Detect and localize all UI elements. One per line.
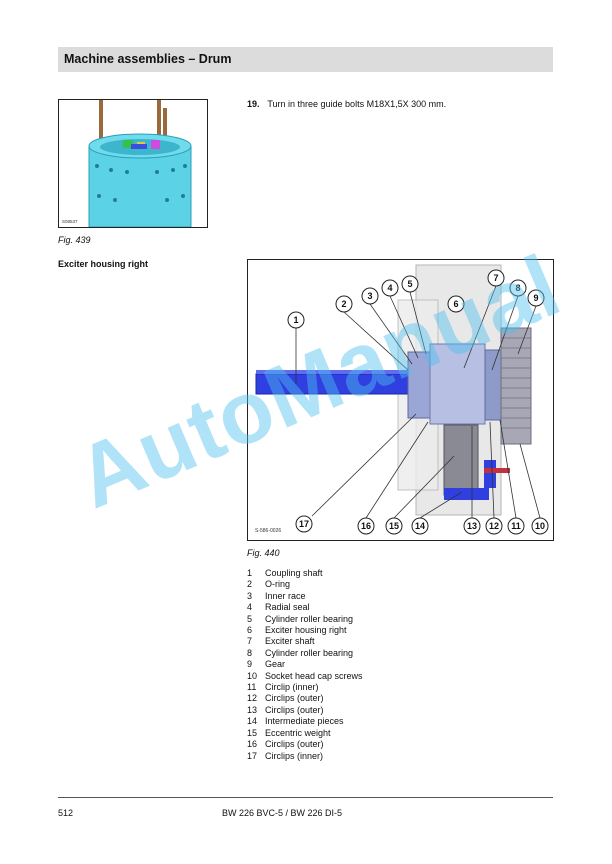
- figure-439-id: S08537: [62, 219, 78, 224]
- callout-label-10: 10: [535, 521, 545, 531]
- section-header-bar: Machine assemblies – Drum: [58, 47, 553, 72]
- callout-label-9: 9: [533, 293, 538, 303]
- instruction-step: 19. Turn in three guide bolts M18X1,5X 3…: [247, 99, 446, 109]
- callout-15: [385, 517, 403, 535]
- callout-label-17: 17: [299, 519, 309, 529]
- callout-17: [295, 515, 313, 533]
- step-number: 19.: [247, 99, 260, 109]
- figure-439-image: S08537: [58, 99, 208, 228]
- callout-label-5: 5: [407, 279, 412, 289]
- callout-label-14: 14: [415, 521, 425, 531]
- callout-12: [485, 517, 503, 535]
- figure-439-caption: Fig. 439: [58, 235, 91, 245]
- callout-16: [357, 517, 375, 535]
- callout-13: [463, 517, 481, 535]
- exciter-housing-illustration: 1 2 3 4 5 6 7 8 9 17 16 15 14 13 12 11 1…: [255, 264, 549, 535]
- callout-label-12: 12: [489, 521, 499, 531]
- callout-2: [335, 295, 353, 313]
- page-title: Machine assemblies – Drum: [64, 52, 232, 66]
- callout-label-7: 7: [493, 273, 498, 283]
- callout-3: [361, 287, 379, 305]
- footer-divider: [58, 797, 553, 798]
- callout-label-6: 6: [453, 299, 458, 309]
- figure-440-image: 1 2 3 4 5 6 7 8 9 17 16 15 14 13 12 11 1…: [247, 259, 554, 541]
- page-number: 512: [58, 808, 74, 818]
- callout-8: [509, 279, 527, 297]
- section-heading: Exciter housing right: [58, 259, 149, 269]
- figure-440-caption: Fig. 440: [247, 548, 280, 558]
- callout-label-16: 16: [361, 521, 371, 531]
- callout-label-8: 8: [515, 283, 520, 293]
- callout-label-3: 3: [367, 291, 372, 301]
- footer-model-name: BW 226 BVC-5 / BW 226 DI-5: [222, 808, 343, 818]
- step-text: Turn in three guide bolts M18X1,5X 300 m…: [267, 99, 447, 109]
- callout-7: [487, 269, 505, 287]
- callout-label-1: 1: [293, 315, 298, 325]
- callout-label-15: 15: [389, 521, 399, 531]
- callout-14: [411, 517, 429, 535]
- callout-11: [507, 517, 525, 535]
- callout-label-2: 2: [341, 299, 346, 309]
- callout-label-4: 4: [387, 283, 392, 293]
- callout-9: [527, 289, 545, 307]
- callout-1: [287, 311, 305, 329]
- drum-illustration: [88, 100, 192, 227]
- figure-440-id: S-586-0026: [255, 528, 282, 534]
- callout-5: [401, 275, 419, 293]
- callout-6: [447, 295, 465, 313]
- callout-4: [381, 279, 399, 297]
- callout-10: [531, 517, 549, 535]
- callout-label-13: 13: [467, 521, 477, 531]
- callout-label-11: 11: [511, 521, 521, 531]
